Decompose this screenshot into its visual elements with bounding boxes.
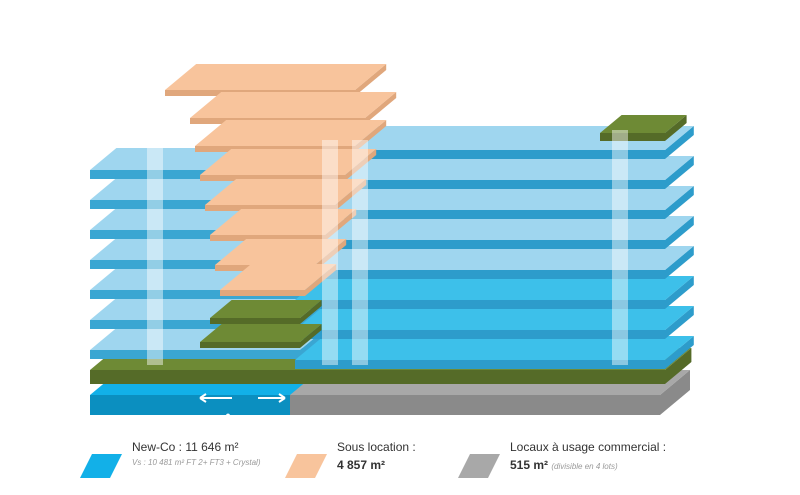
legend-commercial-title: Locaux à usage commercial : (510, 440, 667, 454)
right-block-floor (295, 246, 694, 279)
column (612, 130, 628, 365)
sous-location-floor (190, 92, 397, 124)
legend-sous-location: Sous location : 4 857 m² (285, 440, 416, 478)
building-floor-diagram (90, 64, 694, 425)
right-block-floor (295, 216, 694, 249)
legend-sous-location-value: 4 857 m² (337, 458, 386, 472)
column (147, 140, 163, 365)
right-block-floor (295, 336, 694, 369)
right-block-floor (295, 186, 694, 219)
sous-location-floor (220, 264, 337, 296)
legend-newco: New-Co : 11 646 m² Vs : 10 481 m² FT 2+ … (80, 440, 260, 478)
roof-green-patch (600, 115, 687, 141)
column (322, 140, 338, 365)
sous-location-floor (200, 149, 377, 181)
legend-newco-title: New-Co : 11 646 m² (132, 440, 239, 454)
green-floor (210, 300, 322, 324)
sous-location-floor (195, 120, 387, 152)
right-block-floor (295, 156, 694, 189)
right-block-floor (295, 306, 694, 339)
sous-location-floor (210, 209, 357, 241)
legend-sous-location-title: Sous location : (337, 440, 416, 454)
legend-commercial-value: 515 m² (510, 458, 549, 472)
legend-commercial-detail: (divisible en 4 lots) (551, 462, 618, 471)
sous-location-floor (205, 179, 367, 211)
sous-location-swatch (285, 454, 327, 478)
newco-swatch (80, 454, 122, 478)
sous-location-floor (165, 64, 387, 96)
right-block-floor (295, 126, 694, 159)
circulation-arrows-icon (199, 393, 286, 425)
sous-location-floor (215, 239, 347, 271)
right-block-floor (295, 276, 694, 309)
legend-commercial: Locaux à usage commercial : 515 m² (divi… (458, 440, 666, 478)
legend-newco-detail: Vs : 10 481 m² FT 2+ FT3 + Crystal) (132, 458, 261, 467)
green-floor (200, 324, 322, 348)
column (352, 140, 368, 365)
commercial-swatch (458, 454, 500, 478)
